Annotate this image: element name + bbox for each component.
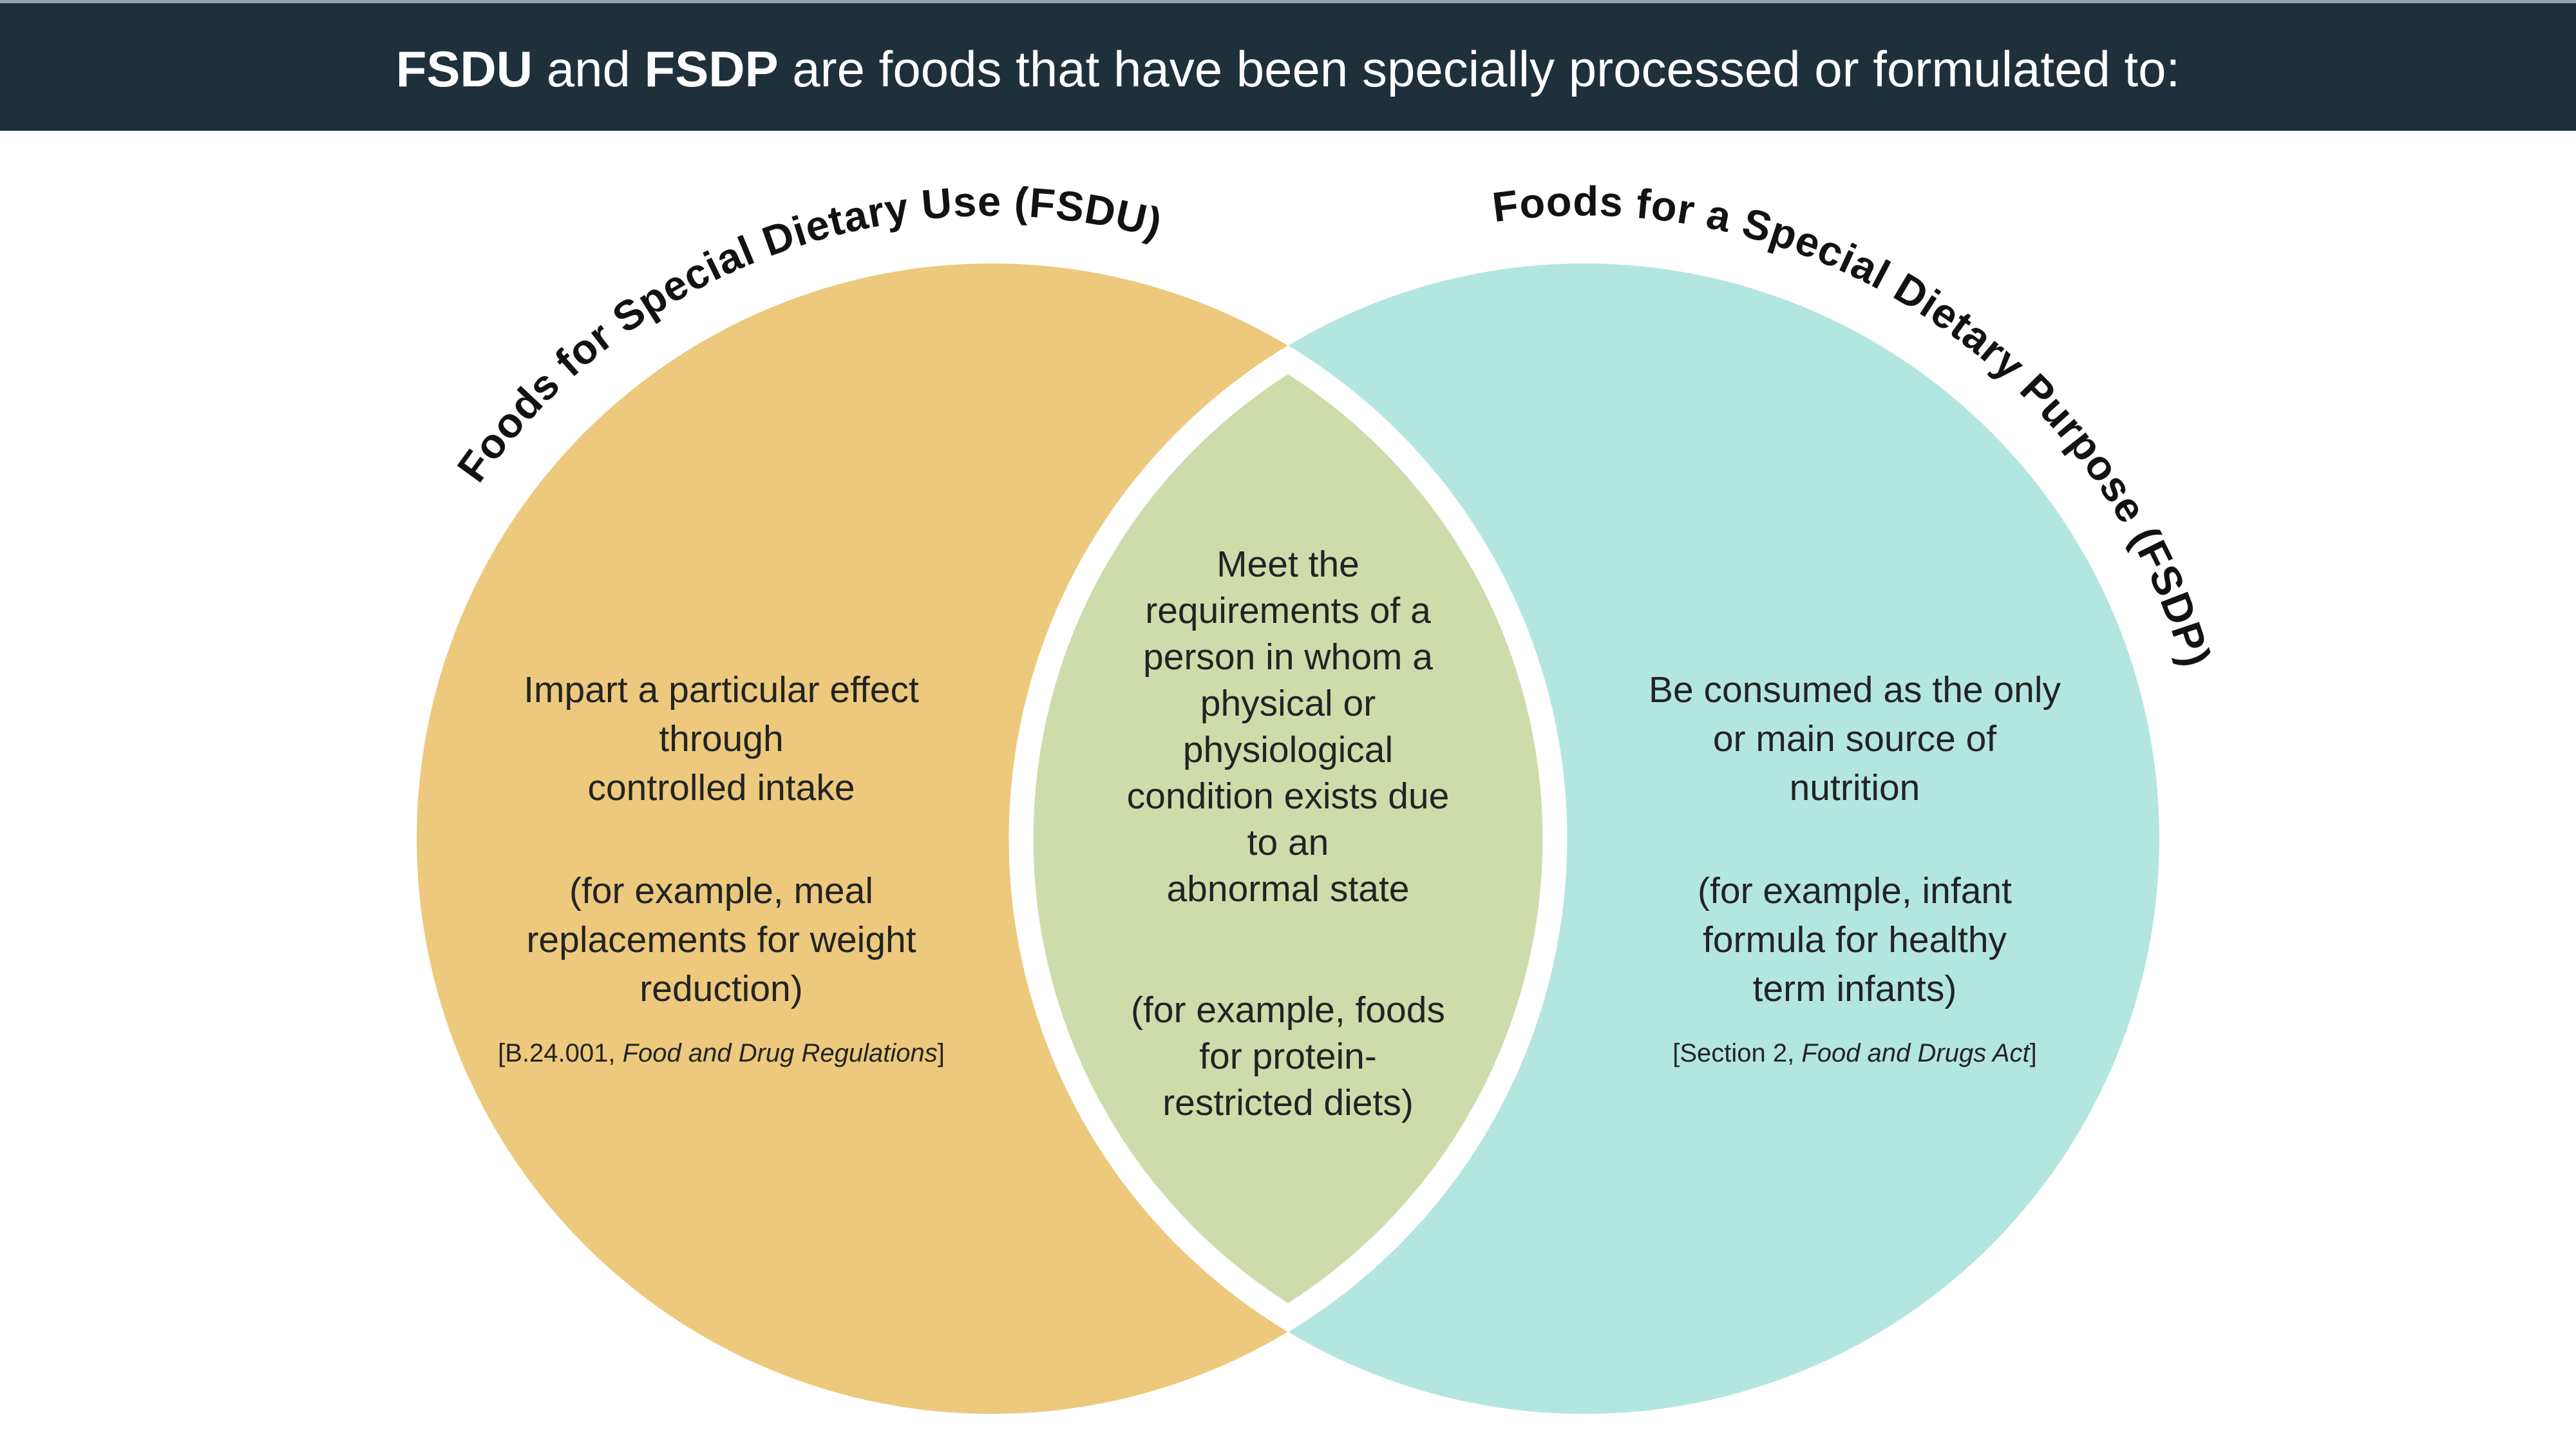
intersection-lens: [1009, 345, 1567, 1333]
header-rest: are foods that have been specially proce…: [779, 41, 2181, 97]
header-banner: [0, 3, 2576, 131]
fsdu-citation-prefix: [B.24.001,: [498, 1039, 622, 1067]
fsdu-citation: [B.24.001, Food and Drug Regulations]: [498, 1039, 945, 1067]
fsdu-citation-suffix: ]: [938, 1039, 945, 1067]
header-fsdu-bold: FSDU: [396, 41, 533, 97]
fsdp-citation-italic: Food and Drugs Act: [1801, 1039, 2031, 1067]
fsdp-citation-suffix: ]: [2030, 1039, 2037, 1067]
window-top-border: [0, 0, 2576, 3]
header-and: and: [533, 41, 644, 97]
fsdp-citation-prefix: [Section 2,: [1672, 1039, 1801, 1067]
fsdp-citation: [Section 2, Food and Drugs Act]: [1672, 1039, 2037, 1067]
header-title: FSDU and FSDP are foods that have been s…: [396, 41, 2180, 97]
header-fsdp-bold: FSDP: [645, 41, 779, 97]
fsdu-citation-italic: Food and Drug Regulations: [623, 1039, 938, 1067]
